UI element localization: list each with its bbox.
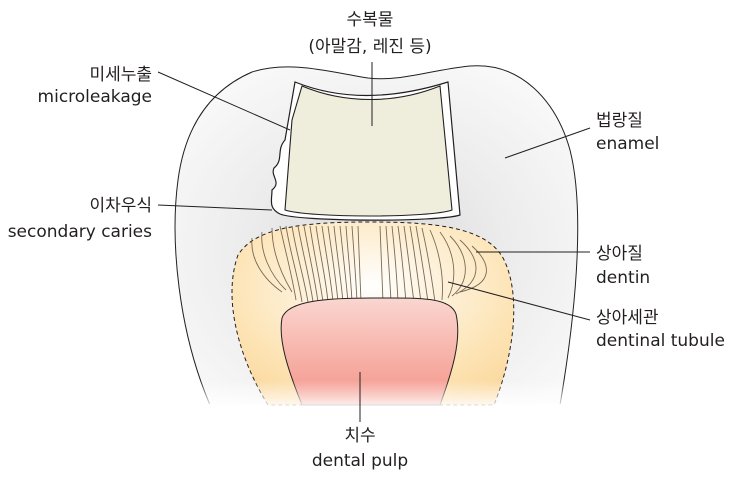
- enamel-label-ko: 법랑질: [596, 111, 643, 131]
- microleakage-label-en: microleakage: [38, 87, 152, 107]
- enamel-label-en: enamel: [596, 134, 659, 154]
- secondary-caries-label-en: secondary caries: [8, 222, 152, 242]
- pulp-label-en: dental pulp: [312, 451, 408, 471]
- restoration-label-ko: 수복물: [347, 10, 394, 30]
- bottom-fade: [160, 380, 580, 410]
- dentinal-tubule-label-ko: 상아세관: [596, 308, 659, 328]
- pulp-shape: [280, 297, 459, 406]
- microleakage-label-ko: 미세누출: [89, 65, 152, 85]
- dentinal-tubules-left: [251, 225, 362, 303]
- leader-enamel: [504, 127, 591, 159]
- leader-microleakage: [157, 71, 291, 131]
- dentin-label-en: dentin: [596, 268, 650, 288]
- dentinal-tubules-right: [379, 225, 487, 303]
- secondary-caries-label-ko: 이차우식: [89, 196, 152, 216]
- dentinal-tubule-label-en: dentinal tubule: [596, 331, 725, 351]
- pulp-label-ko: 치수: [344, 426, 375, 446]
- dentin-label-ko: 상아질: [596, 244, 643, 264]
- restoration-label-detail: (아말감, 레진 등): [308, 37, 431, 57]
- restoration-shape: [284, 85, 453, 217]
- leader-secondary-caries: [157, 204, 273, 211]
- leader-dentinal-tubule: [447, 281, 591, 321]
